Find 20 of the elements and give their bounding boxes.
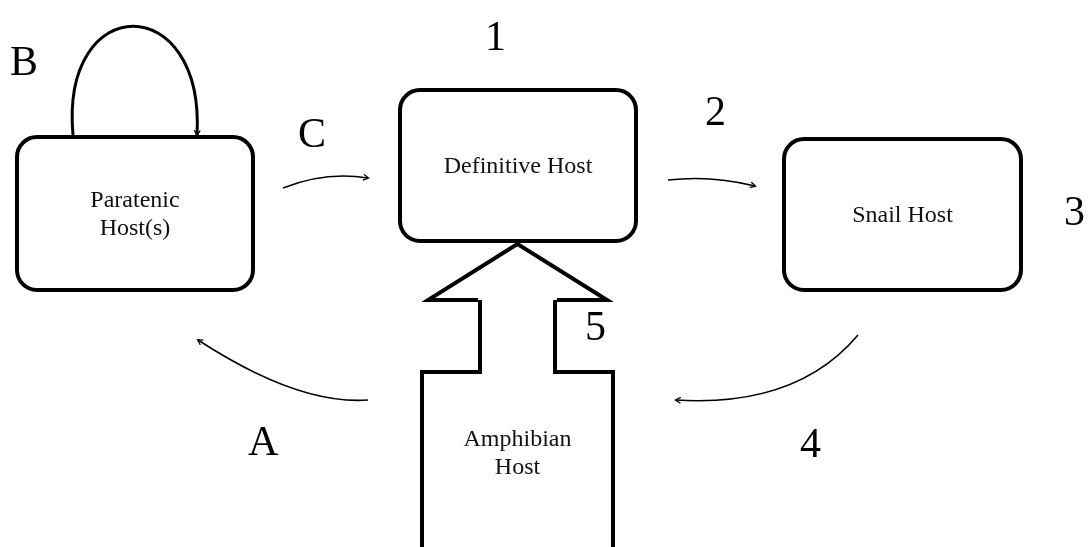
host-box bbox=[15, 135, 255, 292]
edge-label: C bbox=[298, 112, 326, 154]
edge-label: 5 bbox=[585, 305, 606, 347]
node-label: Amphibian Host bbox=[462, 425, 573, 481]
stage-number: 3 bbox=[1064, 190, 1085, 232]
node-label: Definitive Host bbox=[443, 151, 593, 180]
edge-label: 2 bbox=[705, 90, 726, 132]
node-label: Paratenic Host(s) bbox=[89, 185, 181, 242]
curved-arrow bbox=[196, 339, 369, 402]
host-box bbox=[398, 88, 638, 243]
edge-label: B bbox=[10, 40, 38, 82]
curved-arrow bbox=[667, 177, 757, 189]
host-box bbox=[782, 137, 1023, 292]
node-label: Snail Host bbox=[852, 200, 953, 229]
curved-arrow bbox=[674, 334, 859, 404]
edge-label: 4 bbox=[800, 422, 821, 464]
curved-arrow bbox=[282, 173, 370, 189]
stage-number: 1 bbox=[485, 15, 506, 57]
edge-label: A bbox=[248, 420, 279, 462]
loop-arrow bbox=[71, 24, 201, 137]
